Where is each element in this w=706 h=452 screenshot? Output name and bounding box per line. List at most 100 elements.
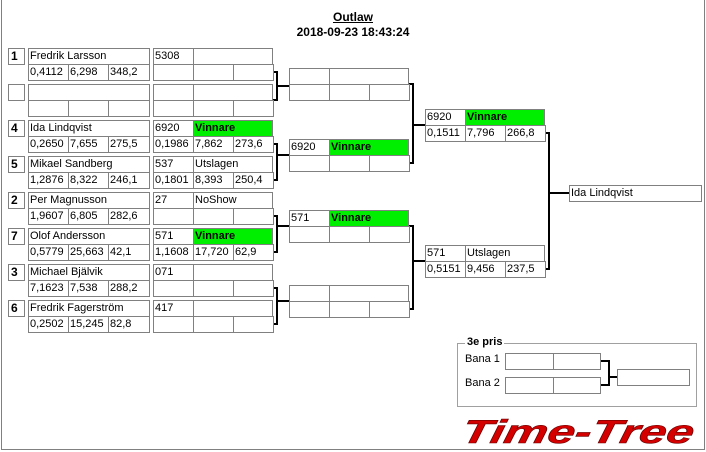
round3-entry-result-cell: 7,796 — [465, 125, 506, 142]
competitor-name: Fredrik Larsson — [28, 48, 150, 65]
round3-entry-status: Vinnare — [465, 109, 545, 126]
third-place-winner — [617, 369, 690, 386]
round1-entry-status — [193, 264, 273, 281]
round2-entry-id — [289, 68, 330, 85]
competitor-name: Michael Bjälvik — [28, 264, 150, 281]
round1-entry-status: NoShow — [193, 192, 273, 209]
qualifying-stat-cell: 7,655 — [68, 136, 109, 153]
qualifying-stat-cell: 0,4112 — [28, 64, 69, 81]
round1-entry-result-cell — [193, 316, 234, 333]
round2-entry-result-cell — [329, 301, 370, 318]
round1-entry-result-cell: 0,1986 — [153, 136, 194, 153]
round2-entry-status — [329, 68, 409, 85]
third-place-group — [457, 343, 697, 407]
round2-entry-result-cell — [289, 84, 330, 101]
third-lane1-cell — [553, 353, 601, 370]
qualifying-stat-cell: 1,9607 — [28, 208, 69, 225]
qualifying-stat-cell: 282,6 — [108, 208, 150, 225]
qualifying-stat-cell: 6,298 — [68, 64, 109, 81]
round3-entry-id: 6920 — [425, 109, 466, 126]
round2-entry-status: Vinnare — [329, 210, 409, 227]
lane-1-label: Bana 1 — [465, 353, 500, 365]
qualifying-stat-cell — [108, 100, 150, 117]
round1-entry-id: 071 — [153, 264, 194, 281]
round2-entry-status — [329, 285, 409, 302]
round1-entry-result-cell — [153, 280, 194, 297]
qualifying-stat-cell: 15,245 — [68, 316, 109, 333]
round1-entry-result-cell — [193, 100, 234, 117]
round1-entry-result-cell: 0,1801 — [153, 172, 194, 189]
round2-entry-result-cell — [369, 84, 410, 101]
round1-entry-result-cell — [153, 100, 194, 117]
seed-number: 7 — [8, 228, 25, 245]
round2-entry-result-cell — [289, 155, 330, 172]
qualifying-stat-cell: 0,5779 — [28, 244, 69, 261]
round1-entry-status: Vinnare — [193, 120, 273, 137]
qualifying-stat-cell: 6,805 — [68, 208, 109, 225]
competitor-name: Per Magnusson — [28, 192, 150, 209]
qualifying-stat-cell: 275,5 — [108, 136, 150, 153]
round2-entry-result-cell — [329, 84, 370, 101]
round2-entry-id — [289, 285, 330, 302]
round1-entry-id: 27 — [153, 192, 194, 209]
round1-entry-id: 5308 — [153, 48, 194, 65]
round1-entry-result-cell — [193, 208, 234, 225]
round1-entry-result-cell — [233, 100, 274, 117]
round1-entry-result-cell: 8,393 — [193, 172, 234, 189]
round2-entry-result-cell — [369, 301, 410, 318]
third-lane2-cell — [505, 377, 554, 394]
event-datetime: 2018-09-23 18:43:24 — [296, 25, 410, 39]
qualifying-stat-cell: 42,1 — [108, 244, 150, 261]
round1-entry-id: 417 — [153, 300, 194, 317]
seed-number: 5 — [8, 156, 25, 173]
third-lane2-cell — [553, 377, 601, 394]
qualifying-stat-cell: 288,2 — [108, 280, 150, 297]
round1-entry-id: 571 — [153, 228, 194, 245]
seed-number: 3 — [8, 264, 25, 281]
round1-entry-result-cell: 7,862 — [193, 136, 234, 153]
round1-entry-status: Vinnare — [193, 228, 273, 245]
round1-entry-result-cell — [233, 208, 274, 225]
round1-entry-result-cell — [153, 64, 194, 81]
round1-entry-status — [193, 48, 273, 65]
seed-number: 1 — [8, 48, 25, 65]
competitor-name: Fredrik Fagerström — [28, 300, 150, 317]
round1-entry-result-cell — [193, 64, 234, 81]
qualifying-stat-cell: 348,2 — [108, 64, 150, 81]
qualifying-stat-cell: 82,8 — [108, 316, 150, 333]
qualifying-stat-cell: 0,2502 — [28, 316, 69, 333]
event-title: Outlaw — [332, 10, 373, 24]
round2-entry-id: 571 — [289, 210, 330, 227]
round3-entry-result-cell: 9,456 — [465, 261, 506, 278]
round1-entry-id: 6920 — [153, 120, 194, 137]
round1-entry-result-cell: 1,1608 — [153, 244, 194, 261]
round1-entry-result-cell: 62,9 — [233, 244, 274, 261]
round1-entry-result-cell — [233, 316, 274, 333]
round1-entry-result-cell — [153, 208, 194, 225]
round1-entry-result-cell: 273,6 — [233, 136, 274, 153]
qualifying-stat-cell: 1,2876 — [28, 172, 69, 189]
round3-entry-id: 571 — [425, 245, 466, 262]
qualifying-stat-cell: 7,1623 — [28, 280, 69, 297]
round2-entry-result-cell — [369, 226, 410, 243]
round2-entry-id: 6920 — [289, 139, 330, 156]
third-place-legend: 3e pris — [465, 336, 505, 348]
round2-entry-status: Vinnare — [329, 139, 409, 156]
round3-entry-result-cell: 266,8 — [505, 125, 546, 142]
round3-entry-status: Utslagen — [465, 245, 545, 262]
round2-entry-result-cell — [369, 155, 410, 172]
qualifying-stat-cell: 7,538 — [68, 280, 109, 297]
round1-entry-result-cell: 17,720 — [193, 244, 234, 261]
competitor-name: Ida Lindqvist — [28, 120, 150, 137]
seed-number — [8, 84, 25, 101]
seed-number: 6 — [8, 300, 25, 317]
round1-entry-id — [153, 84, 194, 101]
lane-2-label: Bana 2 — [465, 377, 500, 389]
third-lane1-cell — [505, 353, 554, 370]
round3-entry-result-cell: 0,1511 — [425, 125, 466, 142]
qualifying-stat-cell: 246,1 — [108, 172, 150, 189]
round1-entry-result-cell — [153, 316, 194, 333]
seed-number: 4 — [8, 120, 25, 137]
round1-entry-id: 537 — [153, 156, 194, 173]
